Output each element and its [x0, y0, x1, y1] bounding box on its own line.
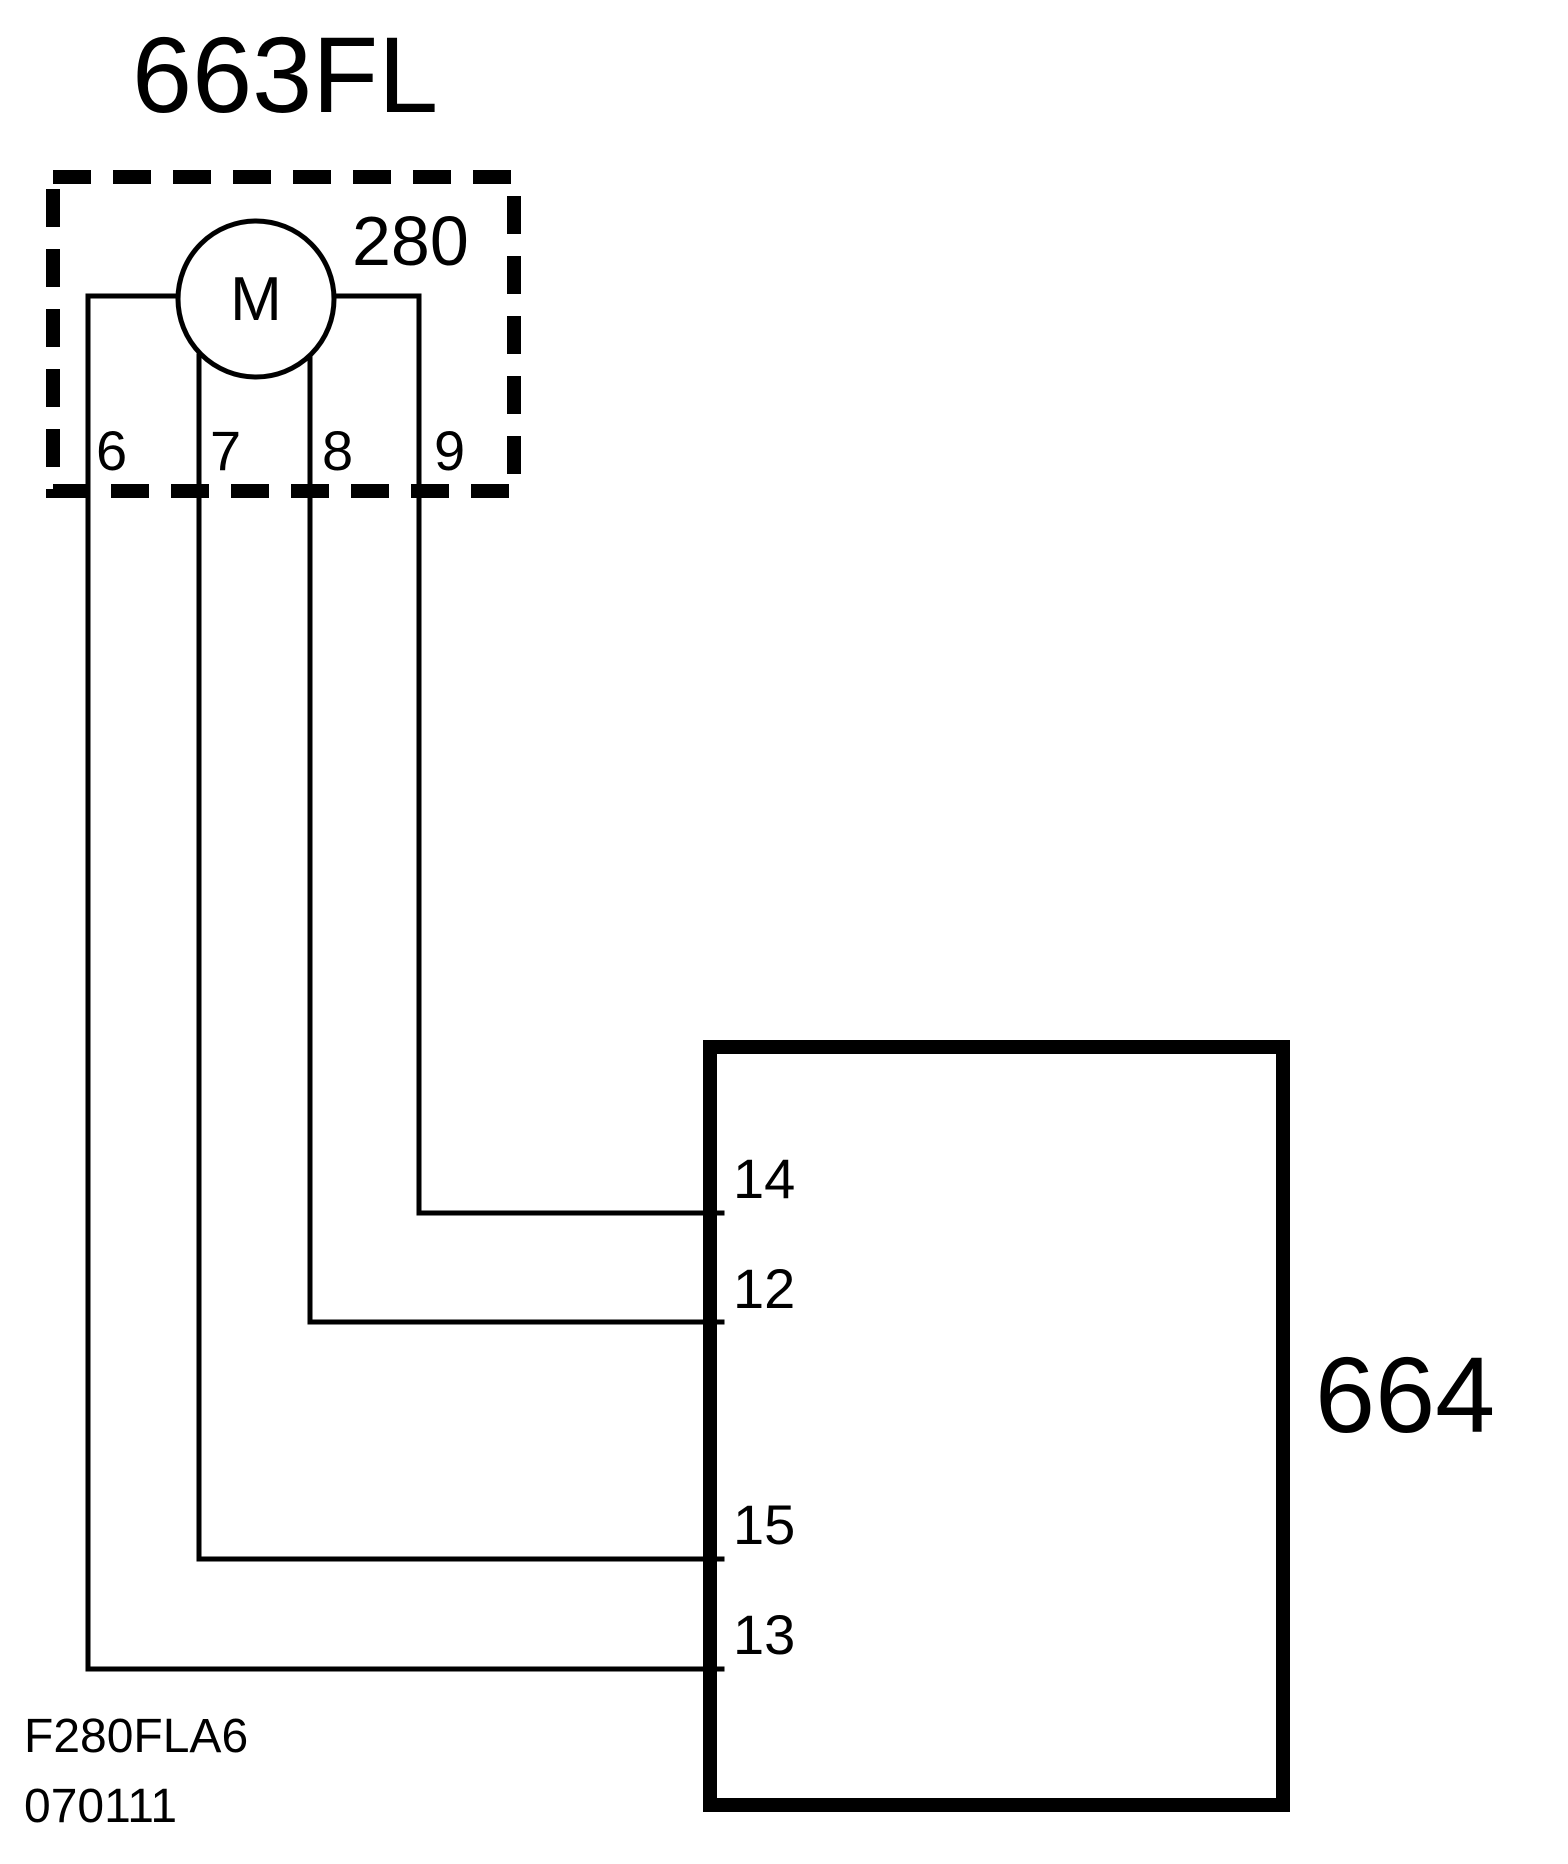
pin-label-15: 15	[733, 1493, 795, 1556]
pin-label-13: 13	[733, 1603, 795, 1666]
pin-label-6: 6	[96, 419, 127, 482]
component-664-label: 664	[1315, 1334, 1495, 1455]
pin-label-9: 9	[434, 419, 465, 482]
wire-pin8-to-pin12	[307, 353, 725, 1325]
component-664-box	[703, 1040, 1290, 1812]
circuit-number-label: 280	[352, 202, 469, 280]
diagram-code: F280FLA6	[24, 1710, 248, 1763]
wire-pin6-to-pin13	[85, 293, 725, 1672]
pin-label-14: 14	[733, 1147, 795, 1210]
motor-symbol	[175, 218, 337, 380]
wire-pin7-to-pin15	[196, 353, 725, 1562]
diagram-date: 070111	[24, 1780, 177, 1833]
pin-label-12: 12	[733, 1257, 795, 1320]
component-663-label: 663FL	[132, 14, 438, 135]
wire-pin9-to-pin14	[332, 293, 725, 1216]
component-663-dashed-enclosure	[46, 170, 521, 498]
motor-symbol-label: M	[230, 265, 282, 334]
pin-label-8: 8	[322, 419, 353, 482]
pin-label-7: 7	[210, 419, 241, 482]
